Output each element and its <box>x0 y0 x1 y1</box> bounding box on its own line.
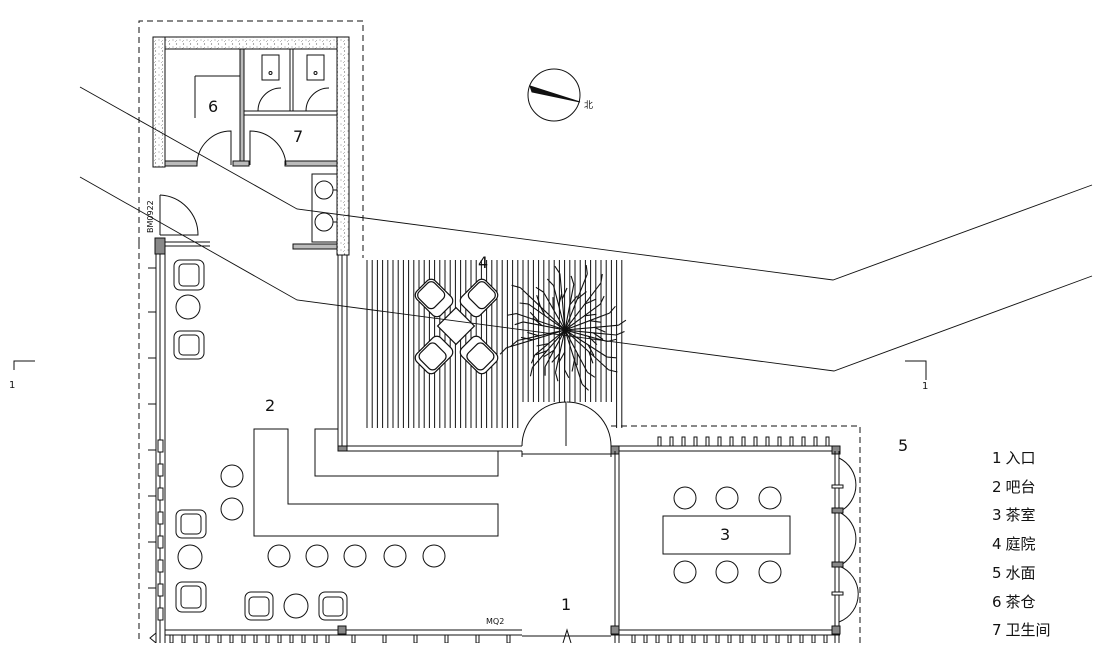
bar-stool <box>306 545 328 567</box>
tea-room-top-mullions <box>658 437 829 446</box>
tree-symbol <box>500 265 626 390</box>
dashed-outline <box>139 21 860 643</box>
room-label-4: 4 <box>478 253 488 272</box>
bottom-mullions <box>170 635 827 643</box>
room-label-2: 2 <box>265 396 275 415</box>
room-label-6: 6 <box>208 97 218 116</box>
bar-stool <box>268 545 290 567</box>
tea-room-side-doors <box>832 458 858 622</box>
north-arrow-icon <box>528 69 580 121</box>
toilet-fixtures <box>258 55 337 242</box>
room-label-1: 1 <box>561 595 571 614</box>
door-tag-mq2: MQ2 <box>486 617 504 626</box>
bar-stool <box>384 545 406 567</box>
bar-counter <box>254 429 498 536</box>
bar-stools <box>221 465 445 567</box>
courtyard-decking <box>367 260 622 428</box>
toilet-doors <box>155 131 286 254</box>
north-label: 北 <box>584 100 593 111</box>
bar-stool <box>221 465 243 487</box>
room-label-5: 5 <box>898 436 908 455</box>
bar-stool <box>221 498 243 520</box>
section-mark-left: 1 <box>9 380 15 391</box>
room-label-7: 7 <box>293 127 303 146</box>
section-mark-right: 1 <box>922 381 928 392</box>
bar-stool <box>344 545 366 567</box>
room-label-3: 3 <box>720 525 730 544</box>
door-tag-bm0922: BM0922 <box>146 200 155 233</box>
bar-stool <box>423 545 445 567</box>
toilet-walls <box>153 37 349 255</box>
